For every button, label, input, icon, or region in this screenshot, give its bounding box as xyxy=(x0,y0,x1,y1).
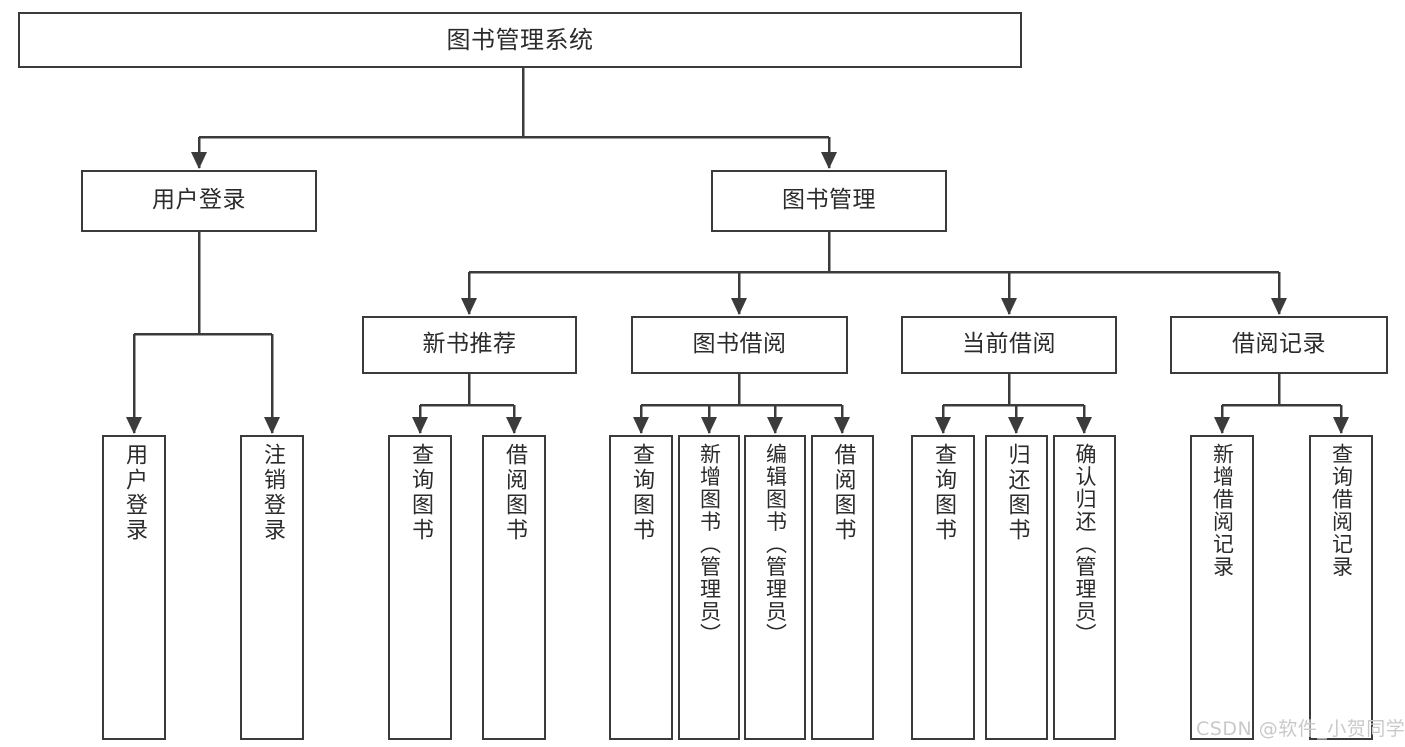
node-leaf-query-book-borrow[interactable]: 查询图书 xyxy=(609,435,673,740)
arrow-head-icon xyxy=(731,298,747,315)
arrow-head-icon xyxy=(834,417,850,434)
node-leaf-borrow-book-rec[interactable]: 借阅图书 xyxy=(482,435,546,740)
node-leaf-confirm-return-admin[interactable]: 确认归还（管理员） xyxy=(1053,435,1116,740)
node-leaf-query-borrow-record[interactable]: 查询借阅记录 xyxy=(1309,435,1373,740)
node-label: 新增借阅记录 xyxy=(1210,443,1235,578)
arrow-head-icon xyxy=(935,417,951,434)
arrow-head-icon xyxy=(1333,417,1349,434)
node-label: 图书借阅 xyxy=(692,331,787,358)
node-book-management[interactable]: 图书管理 xyxy=(711,170,947,232)
arrow-head-icon xyxy=(1271,298,1287,315)
arrow-head-icon xyxy=(506,417,522,434)
node-current-borrow[interactable]: 当前借阅 xyxy=(901,316,1117,374)
node-label: 图书管理系统 xyxy=(446,25,594,54)
node-label: 编辑图书（管理员） xyxy=(763,443,788,646)
node-label: 新增图书（管理员） xyxy=(697,443,722,646)
node-label: 借阅图书 xyxy=(830,443,856,543)
node-leaf-logout-login[interactable]: 注销登录 xyxy=(240,435,304,740)
node-label: 注销登录 xyxy=(260,443,285,543)
node-leaf-query-book-rec[interactable]: 查询图书 xyxy=(388,435,452,740)
arrow-head-icon xyxy=(1008,417,1024,434)
node-book-borrow[interactable]: 图书借阅 xyxy=(631,316,848,374)
node-label: 查询借阅记录 xyxy=(1329,443,1354,578)
arrow-head-icon xyxy=(821,152,837,169)
arrow-head-icon xyxy=(264,417,280,434)
arrow-head-icon xyxy=(1001,298,1017,315)
node-label: 用户登录 xyxy=(152,187,246,214)
arrow-head-icon xyxy=(1214,417,1230,434)
node-label: 新书推荐 xyxy=(422,331,517,358)
node-leaf-return-book[interactable]: 归还图书 xyxy=(985,435,1048,740)
node-label: 确认归还（管理员） xyxy=(1073,443,1097,646)
node-label: 借阅记录 xyxy=(1232,331,1326,358)
node-leaf-edit-book-admin[interactable]: 编辑图书（管理员） xyxy=(744,435,806,740)
node-label: 用户登录 xyxy=(122,443,147,543)
arrow-head-icon xyxy=(767,417,783,434)
arrow-head-icon xyxy=(701,417,717,434)
arrow-head-icon xyxy=(1076,417,1092,434)
node-label: 当前借阅 xyxy=(962,331,1056,358)
node-label: 图书管理 xyxy=(782,187,876,214)
arrow-head-icon xyxy=(412,417,428,434)
node-leaf-borrow-book[interactable]: 借阅图书 xyxy=(811,435,874,740)
node-root-system[interactable]: 图书管理系统 xyxy=(18,12,1022,68)
node-label: 查询图书 xyxy=(629,443,654,543)
node-leaf-add-borrow-record[interactable]: 新增借阅记录 xyxy=(1190,435,1254,740)
arrow-head-icon xyxy=(633,417,649,434)
arrow-head-icon xyxy=(126,417,142,434)
arrow-head-icon xyxy=(191,152,207,169)
node-leaf-user-login[interactable]: 用户登录 xyxy=(102,435,166,740)
node-leaf-add-book-admin[interactable]: 新增图书（管理员） xyxy=(678,435,740,740)
node-label: 归还图书 xyxy=(1004,443,1030,543)
node-user-login[interactable]: 用户登录 xyxy=(81,170,317,232)
node-new-book-recommend[interactable]: 新书推荐 xyxy=(362,316,577,374)
node-label: 借阅图书 xyxy=(502,443,527,543)
node-label: 查询图书 xyxy=(408,443,433,543)
node-borrow-record[interactable]: 借阅记录 xyxy=(1170,316,1388,374)
node-label: 查询图书 xyxy=(931,443,956,543)
node-leaf-query-book-current[interactable]: 查询图书 xyxy=(911,435,975,740)
arrow-head-icon xyxy=(461,298,477,315)
